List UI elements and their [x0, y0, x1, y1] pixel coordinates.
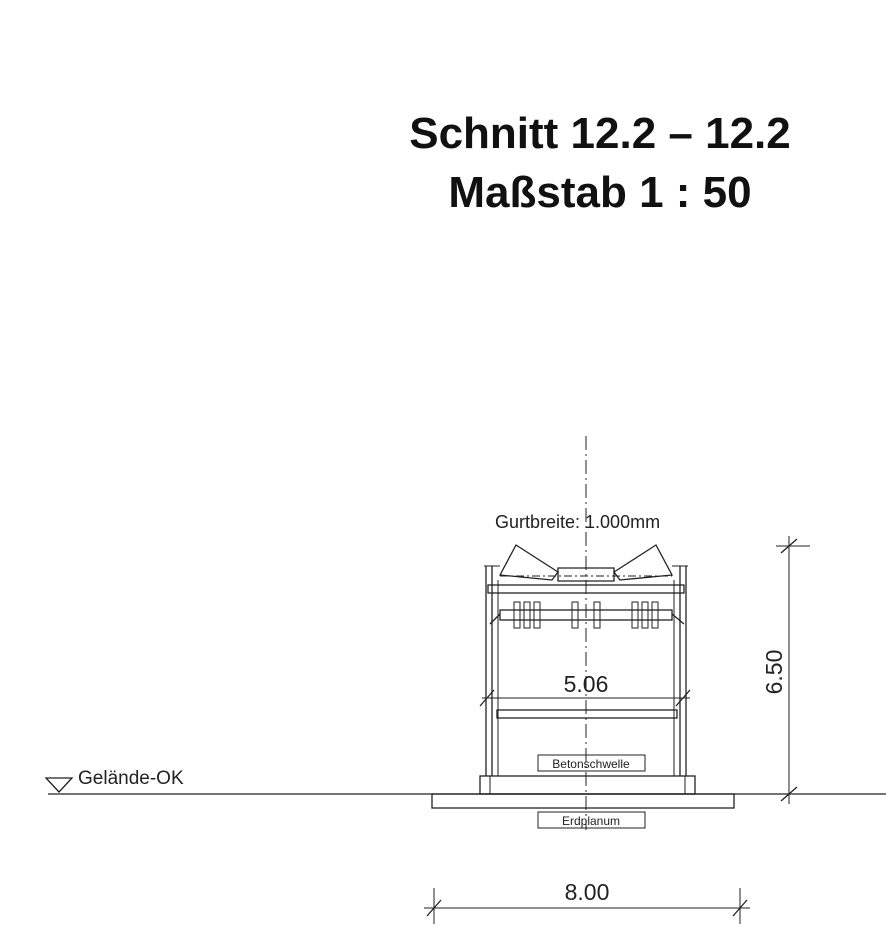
subgrade-label-box [537, 811, 646, 829]
drawing-scale: Maßstab 1 : 50 [448, 168, 751, 217]
base-width-value: 8.00 [565, 879, 610, 905]
base-width-dimension [424, 888, 750, 924]
drawing-title: Schnitt 12.2 – 12.2 [409, 109, 791, 158]
sleeper-label: Betonschwelle [552, 757, 630, 771]
height-value: 6.50 [761, 650, 787, 695]
base-plinth-inner [489, 775, 686, 795]
return-roller [489, 601, 685, 629]
lower-crossbeam [496, 709, 678, 719]
frame-width-value: 5.06 [564, 671, 609, 697]
ground-level-label: Gelände-OK [78, 768, 184, 789]
level-marker-icon [44, 777, 74, 793]
trough-idler [498, 544, 674, 582]
belt-width-label: Gurtbreite: 1.000mm [495, 512, 660, 532]
frame-width-dimension [479, 689, 691, 707]
subgrade-label: Erdplanum [562, 814, 620, 828]
left-post [484, 565, 500, 776]
subgrade-slab [431, 793, 735, 809]
sleeper-label-box [537, 754, 646, 772]
base-plinth [479, 775, 696, 795]
height-dimension [776, 536, 810, 804]
right-post [672, 565, 688, 776]
top-crossbeam [487, 584, 685, 594]
